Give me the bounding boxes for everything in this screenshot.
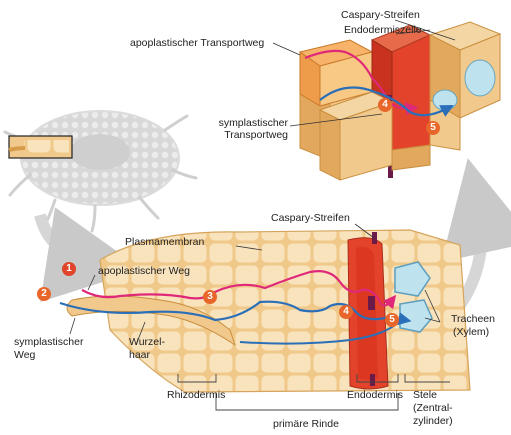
label-endodermis: Endodermis [347,389,403,401]
root-tissue-section [60,230,470,392]
endodermis-3d-block [300,22,500,180]
label-symplastic-weg-1: symplastischer [14,336,83,348]
label-stele-3: zylinder) [413,415,453,427]
marker-4-top: 4 [378,98,392,112]
root-cross-section [5,110,196,231]
marker-5-mid: 5 [385,313,399,327]
label-primaere-rinde: primäre Rinde [273,418,339,430]
label-rhizodermis: Rhizodermis [167,389,225,401]
label-tracheen-1: Tracheen [451,313,495,325]
label-plasmamembran: Plasmamembran [125,236,204,248]
label-wurzelhaar-1: Wurzel- [129,336,165,348]
label-stele-2: (Zentral- [413,402,453,414]
label-wurzelhaar-2: haar [129,349,150,361]
label-endodermiszelle: Endodermiszelle [344,24,422,36]
label-symplastic-weg-2: Weg [14,349,35,361]
label-apoplastic-top: apoplastischer Transportweg [130,37,264,49]
label-caspary-mid: Caspary-Streifen [271,212,350,224]
marker-2: 2 [37,287,51,301]
marker-1: 1 [62,262,76,276]
label-stele-1: Stele [413,389,437,401]
marker-5-top: 5 [426,121,440,135]
label-caspary-top: Caspary-Streifen [341,9,420,21]
zoom-arrow-down [40,215,95,262]
marker-3: 3 [203,290,217,304]
label-tracheen-2: (Xylem) [453,326,489,338]
caspary-strip-mid [372,232,377,244]
label-symplastic-top-1: symplastischer [196,117,288,129]
label-symplastic-top-2: Transportweg [196,129,288,141]
marker-4-mid: 4 [339,305,353,319]
label-apoplastic-weg: apoplastischer Weg [98,265,190,277]
